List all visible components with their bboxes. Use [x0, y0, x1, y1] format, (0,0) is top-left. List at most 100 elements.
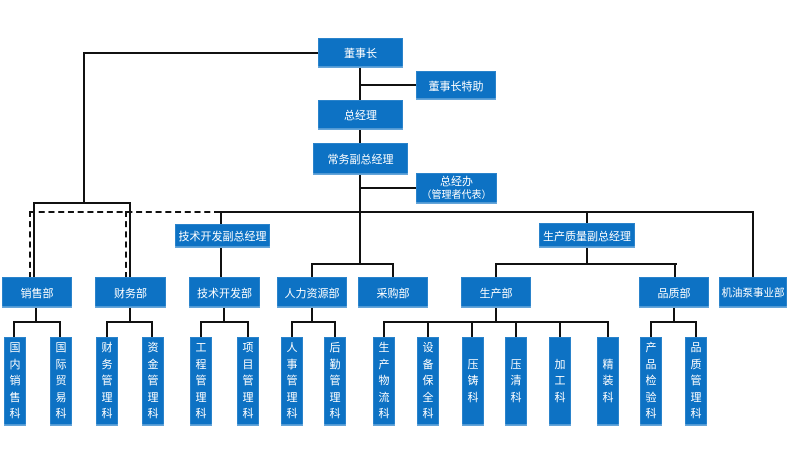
- section-label: 压清科: [510, 358, 522, 404]
- connector-line: [13, 321, 61, 323]
- connector-line: [200, 321, 249, 323]
- connector-line: [291, 321, 293, 338]
- node-section-domestic-sales: 国内销售科: [4, 337, 26, 426]
- section-label: 压铸科: [467, 358, 479, 404]
- node-chairman-assistant: 董事长特助: [416, 71, 496, 100]
- section-label: 生产物流科: [378, 342, 390, 421]
- node-dept-hr: 人力资源部: [277, 277, 347, 308]
- connector-line: [334, 321, 336, 338]
- node-section-intl-trade: 国际贸易科: [50, 337, 72, 426]
- connector-line: [13, 321, 15, 338]
- node-section-finance-mgmt: 财务管理科: [96, 337, 118, 426]
- connector-line: [151, 321, 153, 338]
- section-label: 财务管理科: [101, 342, 113, 421]
- connector-line: [383, 321, 609, 323]
- section-label: 项目管理科: [242, 342, 254, 421]
- node-section-logistics-mgmt: 后勤管理科: [324, 337, 346, 426]
- node-section-quality-mgmt: 品质管理科: [685, 337, 707, 426]
- connector-line: [311, 308, 313, 323]
- connector-line: [359, 130, 361, 143]
- node-section-equipment-maintenance: 设备保全科: [417, 337, 439, 426]
- connector-line: [471, 321, 473, 338]
- connector-line: [311, 263, 394, 265]
- connector-line: [650, 321, 697, 323]
- connector-line: [291, 321, 336, 323]
- connector-line: [200, 321, 202, 338]
- node-section-product-inspection: 产品检验科: [640, 337, 662, 426]
- node-dept-purchasing: 采购部: [358, 277, 428, 308]
- section-label: 国内销售科: [9, 342, 21, 421]
- node-section-die-casting: 压铸科: [462, 337, 484, 426]
- connector-line: [311, 263, 313, 278]
- connector-line: [695, 321, 697, 338]
- section-label: 加工科: [554, 358, 566, 404]
- connector-line: [673, 308, 675, 323]
- node-section-personnel-mgmt: 人事管理科: [281, 337, 303, 426]
- connector-line: [383, 321, 385, 338]
- section-label: 工程管理科: [195, 342, 207, 421]
- connector-line: [106, 321, 153, 323]
- connector-line: [392, 263, 394, 278]
- connector-line: [586, 248, 588, 265]
- section-label: 产品检验科: [645, 342, 657, 421]
- connector-line-dashed: [125, 211, 127, 278]
- node-section-project-mgmt: 项目管理科: [237, 337, 259, 426]
- connector-line: [359, 175, 361, 213]
- gm-office-line1: 总经办: [440, 175, 473, 188]
- section-label: 资金管理科: [147, 342, 159, 421]
- node-dept-sales: 销售部: [2, 277, 72, 308]
- node-section-engineering-mgmt: 工程管理科: [190, 337, 212, 426]
- connector-line: [220, 211, 222, 225]
- node-section-finishing: 精装科: [597, 337, 619, 426]
- connector-line: [359, 84, 416, 86]
- section-label: 精装科: [602, 358, 614, 404]
- connector-line: [129, 308, 131, 323]
- node-dept-oil-pump-division: 机油泵事业部: [719, 277, 787, 308]
- connector-line-dashed: [29, 211, 220, 213]
- connector-line: [33, 202, 131, 204]
- connector-line: [223, 308, 225, 323]
- connector-line: [33, 202, 35, 278]
- node-section-machining: 加工科: [549, 337, 571, 426]
- node-dept-quality: 品质部: [639, 277, 709, 308]
- node-section-production-logistics: 生产物流科: [373, 337, 395, 426]
- connector-line: [427, 321, 429, 338]
- connector-line: [35, 308, 37, 323]
- connector-line: [83, 52, 320, 54]
- section-label: 后勤管理科: [329, 342, 341, 421]
- node-gm-office: 总经办 （管理者代表）: [416, 173, 497, 204]
- connector-line: [674, 263, 676, 278]
- connector-line: [559, 321, 561, 338]
- connector-line: [586, 211, 588, 224]
- connector-line: [359, 187, 416, 189]
- connector-line: [129, 202, 131, 278]
- connector-line: [495, 263, 677, 265]
- node-prod-quality-deputy-gm: 生产质量副总经理: [539, 223, 635, 248]
- connector-line: [247, 321, 249, 338]
- node-executive-deputy-gm: 常务副总经理: [313, 143, 408, 175]
- connector-line: [106, 321, 108, 338]
- node-section-fund-mgmt: 资金管理科: [142, 337, 164, 426]
- connector-line-dashed: [29, 211, 31, 278]
- connector-line: [495, 308, 497, 323]
- connector-line: [220, 248, 222, 278]
- section-label: 品质管理科: [690, 342, 702, 421]
- node-dept-finance: 财务部: [95, 277, 166, 308]
- section-label: 国际贸易科: [55, 342, 67, 421]
- node-general-manager: 总经理: [318, 100, 403, 130]
- connector-line: [607, 321, 609, 338]
- connector-line: [83, 52, 85, 204]
- section-label: 人事管理科: [286, 342, 298, 421]
- node-dept-production: 生产部: [461, 277, 531, 308]
- connector-line: [495, 263, 497, 278]
- connector-line: [752, 211, 754, 278]
- connector-line: [515, 321, 517, 338]
- node-dept-tech-dev: 技术开发部: [189, 277, 260, 308]
- connector-line: [359, 211, 361, 265]
- gm-office-line2: （管理者代表）: [421, 189, 492, 201]
- connector-line: [220, 211, 754, 213]
- section-label: 设备保全科: [422, 342, 434, 421]
- node-tech-dev-deputy-gm: 技术开发副总经理: [175, 224, 270, 248]
- connector-line: [650, 321, 652, 338]
